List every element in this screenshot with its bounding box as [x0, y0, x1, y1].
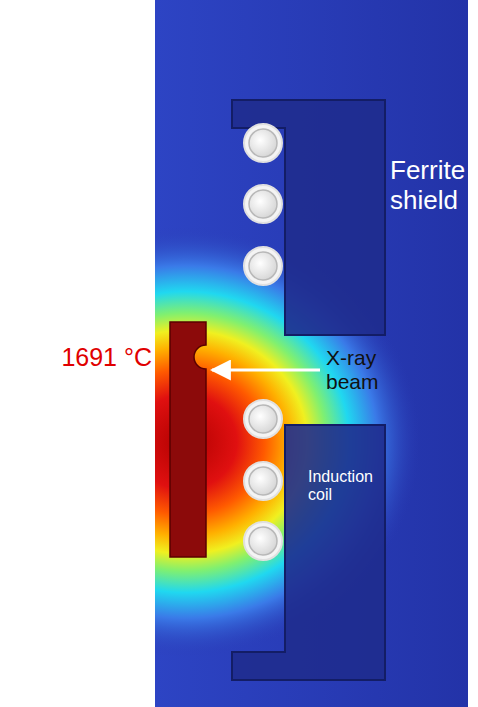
coil-turn: [249, 405, 277, 433]
coil-turn: [249, 527, 277, 555]
sample-rod: [170, 322, 206, 557]
coil-turn: [249, 129, 277, 157]
beam-label: X-ray beam: [326, 346, 414, 394]
coil-label: Induction coil: [308, 468, 384, 505]
coil-turn: [244, 462, 282, 500]
coil-turn: [244, 400, 282, 438]
temperature-label: 1691 °C: [10, 343, 152, 372]
induction-coil: [244, 124, 282, 560]
shield-label: Ferrite shield: [390, 156, 474, 216]
coil-turn: [244, 247, 282, 285]
coil-turn: [249, 190, 277, 218]
beam-arrow: [212, 369, 320, 372]
coil-turn: [249, 252, 277, 280]
coil-turn: [244, 185, 282, 223]
coil-turn: [244, 522, 282, 560]
coil-turn: [249, 467, 277, 495]
ferrite-shield: [232, 425, 385, 680]
ferrite-shield: [232, 100, 385, 335]
coil-turn: [244, 124, 282, 162]
